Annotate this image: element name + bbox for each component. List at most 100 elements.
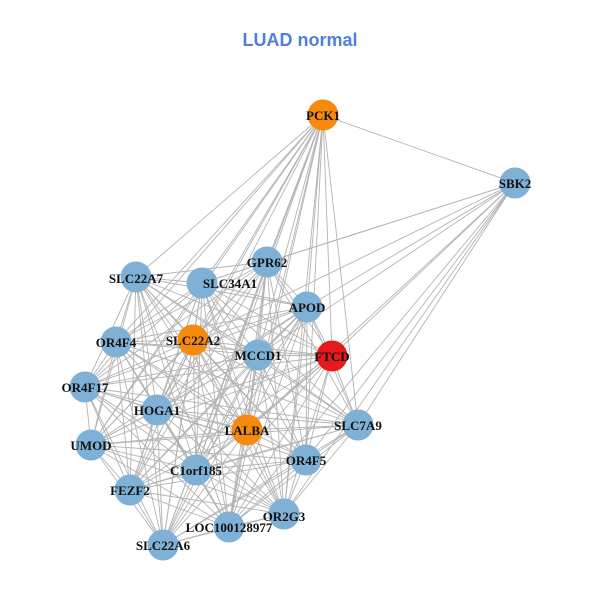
edge-SLC7A9-LOC100128977 <box>228 424 359 528</box>
edge-SLC34A1-OR2G3 <box>201 282 285 515</box>
node-label: GPR62 <box>247 255 287 270</box>
edge-SBK2-FTCD <box>331 182 516 357</box>
edge-HOGA1-OR2G3 <box>156 409 285 515</box>
edge-SBK2-LOC100128977 <box>228 182 516 528</box>
node-circle <box>242 339 274 371</box>
node-circle <box>290 444 322 476</box>
edge-C1orf185-OR2G3 <box>195 469 285 515</box>
edge-OR4F5-C1orf185 <box>195 459 307 471</box>
node-circle <box>342 409 374 441</box>
edge-GPR62-SLC7A9 <box>266 261 359 426</box>
edge-SLC22A2-C1orf185 <box>192 339 197 471</box>
node-label: APOD <box>289 300 326 315</box>
edge-SBK2-SLC7A9 <box>357 182 516 426</box>
node-circle <box>177 324 209 356</box>
edge-PCK1-APOD <box>306 114 324 308</box>
node-label: SLC34A1 <box>203 276 257 291</box>
node-HOGA1: HOGA1 <box>134 394 180 426</box>
edge-PCK1-SLC22A2 <box>192 114 324 341</box>
edge-OR4F17-C1orf185 <box>84 386 197 471</box>
edge-PCK1-FTCD <box>322 114 333 357</box>
node-label: C1orf185 <box>170 463 222 478</box>
edge-SBK2-LALBA <box>246 182 516 431</box>
edge-SLC34A1-OR4F4 <box>115 282 203 343</box>
edge-PCK1-SBK2 <box>322 114 516 184</box>
node-SLC22A7: SLC22A7 <box>109 261 164 293</box>
node-UMOD: UMOD <box>70 429 112 461</box>
edge-SLC22A2-OR4F5 <box>192 339 307 461</box>
edge-OR4F17-FEZF2 <box>84 386 131 491</box>
edge-SLC7A9-UMOD <box>90 424 359 446</box>
edge-SLC22A7-OR2G3 <box>135 276 285 515</box>
node-circle <box>268 498 300 530</box>
node-label: PCK1 <box>306 108 340 123</box>
node-LOC100128977: LOC100128977 <box>186 511 273 543</box>
edge-GPR62-OR4F5 <box>266 261 307 461</box>
edge-OR4F4-SLC22A6 <box>115 341 164 546</box>
node-circle <box>231 414 263 446</box>
node-circle <box>75 429 107 461</box>
node-FEZF2: FEZF2 <box>110 474 150 506</box>
edge-PCK1-SLC7A9 <box>322 114 359 426</box>
edge-PCK1-LALBA <box>246 114 324 431</box>
edge-SLC7A9-FEZF2 <box>129 424 359 491</box>
node-circle <box>180 454 212 486</box>
edge-HOGA1-OR4F5 <box>156 409 307 461</box>
edge-FEZF2-OR2G3 <box>129 489 285 515</box>
node-GPR62: GPR62 <box>247 246 287 278</box>
edge-PCK1-MCCD1 <box>257 114 324 356</box>
node-label: MCCD1 <box>235 348 282 363</box>
edge-SLC22A7-APOD <box>135 276 308 308</box>
node-label: SBK2 <box>499 176 532 191</box>
edge-SLC22A2-UMOD <box>90 339 194 446</box>
edge-SBK2-SLC22A2 <box>192 182 516 341</box>
edge-OR4F5-FEZF2 <box>129 459 307 491</box>
node-label: SLC7A9 <box>334 418 382 433</box>
edge-MCCD1-SLC22A6 <box>162 354 259 546</box>
node-circle <box>100 326 132 358</box>
node-FTCD: FTCD <box>314 340 350 372</box>
edge-SLC7A9-SLC22A6 <box>162 424 359 546</box>
edge-PCK1-LOC100128977 <box>228 114 324 528</box>
edge-MCCD1-OR4F17 <box>84 354 259 388</box>
node-SLC22A2: SLC22A2 <box>166 324 220 356</box>
node-circle <box>307 99 339 131</box>
node-label: LALBA <box>225 423 270 438</box>
node-circle <box>141 394 173 426</box>
node-SLC34A1: SLC34A1 <box>186 267 257 299</box>
edge-PCK1-SLC22A7 <box>135 114 324 278</box>
edge-SLC22A2-OR4F17 <box>84 339 194 388</box>
edge-GPR62-HOGA1 <box>156 261 268 411</box>
edge-SLC22A2-LALBA <box>192 339 248 431</box>
edge-OR4F4-OR2G3 <box>115 341 285 515</box>
node-label: OR2G3 <box>263 509 306 524</box>
edge-APOD-OR2G3 <box>283 306 308 515</box>
edge-HOGA1-SLC22A6 <box>156 409 164 546</box>
node-circle <box>69 371 101 403</box>
node-label: OR4F5 <box>286 453 327 468</box>
edge-PCK1-OR4F5 <box>305 114 324 461</box>
edge-SLC22A7-FTCD <box>135 276 333 357</box>
edge-FTCD-OR2G3 <box>283 355 333 515</box>
node-LALBA: LALBA <box>225 414 270 446</box>
node-circle <box>186 267 218 299</box>
node-label: LOC100128977 <box>186 520 273 535</box>
edge-UMOD-C1orf185 <box>90 444 197 471</box>
edge-SBK2-OR4F5 <box>305 182 516 461</box>
edge-LALBA-SLC22A6 <box>162 429 248 546</box>
node-circle <box>120 261 152 293</box>
node-OR4F4: OR4F4 <box>96 326 137 358</box>
node-SBK2: SBK2 <box>499 167 532 199</box>
node-OR4F17: OR4F17 <box>62 371 109 403</box>
edge-LALBA-SLC7A9 <box>246 424 359 431</box>
node-label: SLC22A7 <box>109 271 164 286</box>
edge-FTCD-FEZF2 <box>129 355 333 491</box>
edge-UMOD-OR4F5 <box>90 444 307 461</box>
edge-OR4F17-SLC22A6 <box>84 386 164 546</box>
node-circle <box>147 529 179 561</box>
node-SLC7A9: SLC7A9 <box>334 409 382 441</box>
node-circle <box>114 474 146 506</box>
node-C1orf185: C1orf185 <box>170 454 222 486</box>
edge-SBK2-OR2G3 <box>283 182 516 515</box>
